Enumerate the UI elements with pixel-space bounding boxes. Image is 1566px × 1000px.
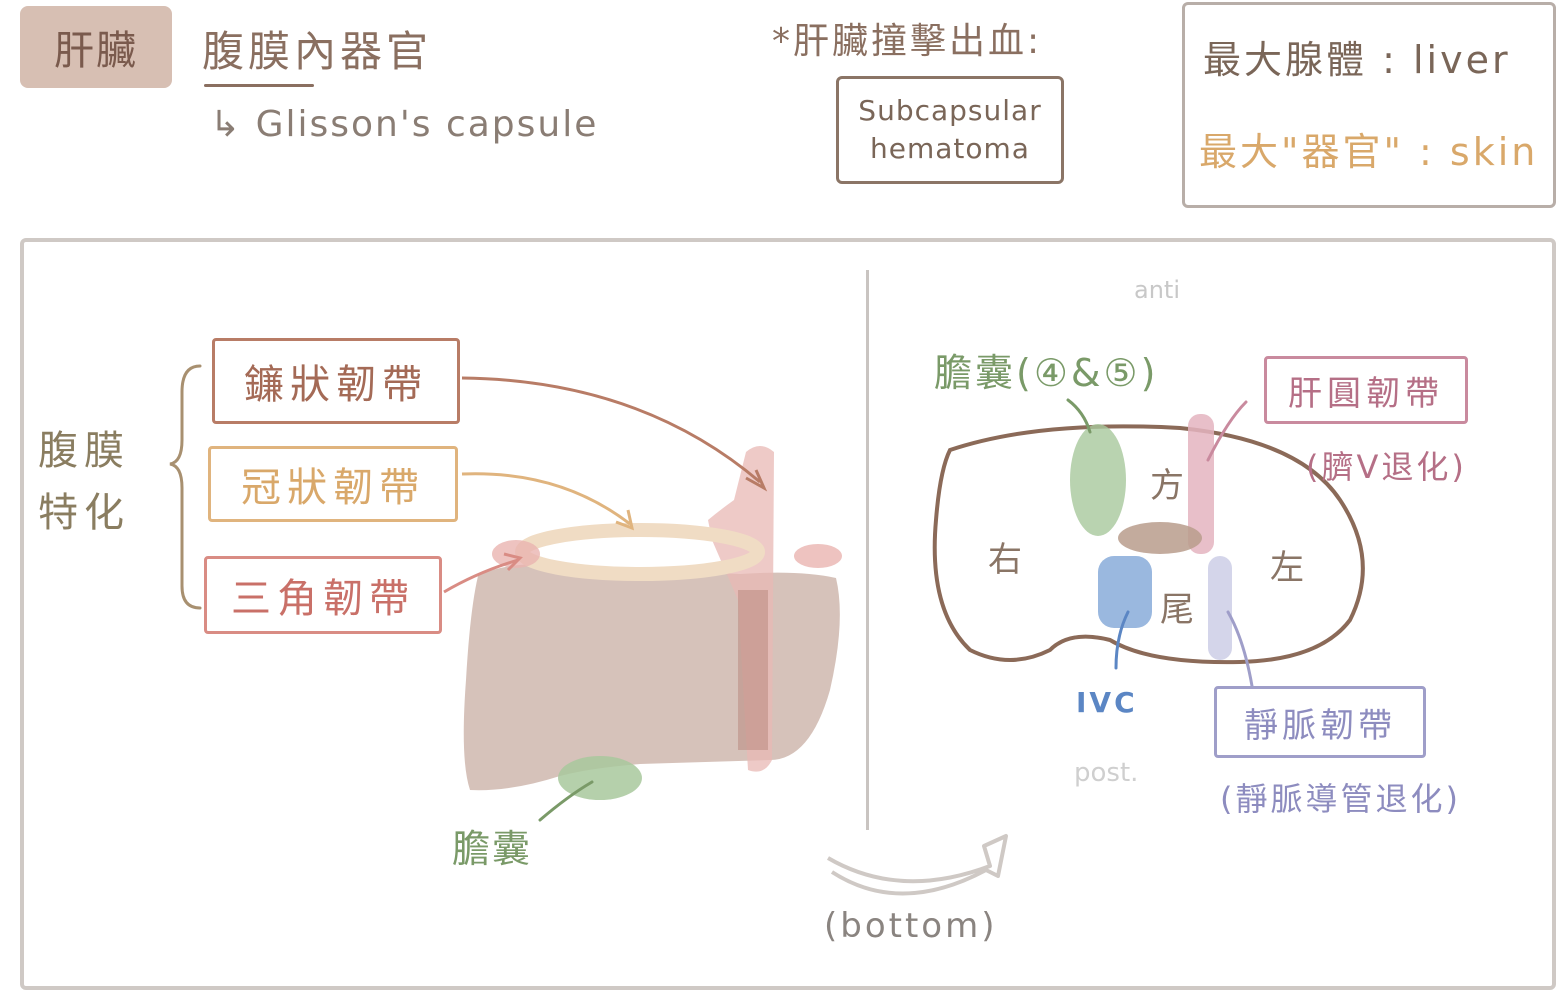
largest-gland-text: 最大腺體 : liver [1203, 38, 1511, 82]
round-ligament-box: 肝圓韌帶 [1264, 356, 1468, 424]
triangular-arrow [443, 558, 519, 594]
triangular-right [794, 544, 842, 568]
title-tag: 肝臟 [20, 6, 172, 88]
subtitle-underline [204, 84, 314, 87]
subcapsular-line-2: hematoma [870, 132, 1030, 165]
largest-organ-box: 最大腺體 : liver 最大"器官" : skin [1182, 2, 1556, 208]
porta-hepatis [1118, 522, 1202, 554]
panel-divider [866, 270, 869, 830]
round-ligament-note: (臍V退化) [1306, 448, 1467, 486]
ivc-label: IVC [1076, 686, 1138, 719]
bottom-view-label: (bottom) [824, 906, 998, 946]
gb-right-pointer [1066, 398, 1092, 434]
gallbladder-left [558, 756, 642, 800]
ivc-pointer [1114, 610, 1130, 670]
peritoneum-brace [169, 364, 202, 610]
gallbladder-left-pointer [538, 780, 594, 822]
falciform-arrow [461, 376, 761, 484]
round-ligament-bar [1188, 414, 1214, 554]
falciform-ligament-box: 鐮狀韌帶 [212, 338, 460, 424]
coronary-arrowhead [615, 509, 635, 531]
liver-shape [463, 564, 840, 791]
venous-ligament-note: (靜脈導管退化) [1220, 780, 1461, 818]
coronary-arrow [461, 472, 631, 526]
glisson-capsule-note: ↳ Glisson's capsule [210, 104, 599, 145]
venous-ligament-bar [1208, 556, 1232, 660]
inferior-gallbladder [1070, 424, 1126, 536]
largest-organ-text: 最大"器官" : skin [1199, 130, 1539, 174]
venous-ligament-box: 靜脈韌帶 [1214, 686, 1426, 758]
subcapsular-hematoma-box: Subcapsular hematoma [836, 76, 1064, 184]
caudate-lobe-label: 尾 [1160, 590, 1194, 630]
round-lig-pointer [1206, 400, 1248, 462]
bottom-arrow [826, 834, 1008, 896]
falciform-arrowhead [745, 469, 768, 492]
ivc-shape [1098, 556, 1152, 628]
triangular-ligament-box: 三角韌帶 [204, 556, 442, 634]
peritoneum-specialization-label: 腹膜特化 [38, 428, 130, 536]
venous-lig-pointer [1226, 610, 1254, 688]
subcapsular-line-1: Subcapsular [858, 94, 1042, 127]
gallbladder-label-left: 膽囊 [452, 827, 533, 871]
posterior-label: post. [1074, 758, 1139, 788]
subtitle: 腹膜內器官 [202, 27, 433, 76]
hemorrhage-title: *肝臟撞擊出血: [772, 21, 1043, 62]
gallbladder-label-right: 膽囊(④&⑤) [934, 351, 1159, 395]
triangular-left [492, 540, 540, 568]
right-lobe-label: 右 [988, 540, 1022, 580]
falciform-overlap [738, 590, 768, 750]
left-lobe-label: 左 [1270, 548, 1304, 588]
anterior-label: anti [1134, 276, 1180, 304]
coronary-ligament-box: 冠狀韌帶 [208, 446, 458, 522]
diagram-frame [20, 238, 1556, 990]
quadrate-lobe-label: 方 [1150, 466, 1184, 506]
triangular-arrowhead [503, 552, 523, 572]
